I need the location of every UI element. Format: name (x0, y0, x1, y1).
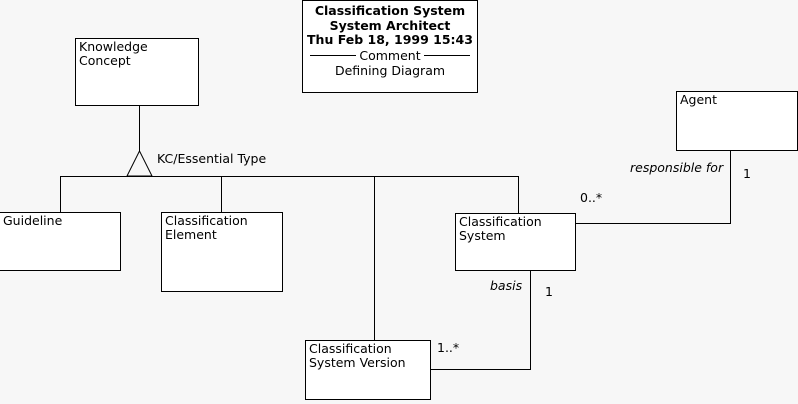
class-box-classification-system-version[interactable]: Classification System Version (305, 340, 431, 400)
class-box-knowledge-concept[interactable]: Knowledge Concept (75, 38, 199, 106)
edge-bus-to-guideline (60, 176, 61, 213)
class-name-agent: Agent (680, 92, 717, 107)
association-role-basis: basis (490, 278, 523, 293)
edge-classification-system-to-version-vertical (530, 270, 531, 370)
class-box-guideline[interactable]: Guideline (0, 212, 121, 271)
diagram-author: System Architect (329, 17, 451, 33)
edge-bus-to-classification-system (518, 176, 519, 214)
edge-classification-system-to-agent-horizontal (575, 223, 731, 224)
edge-knowledge-concept-to-generalization (139, 105, 140, 152)
multiplicity-agent-one: 1 (743, 166, 751, 181)
multiplicity-classification-system-one: 1 (545, 284, 553, 299)
edge-generalization-bus (60, 176, 519, 177)
association-role-responsible-for: responsible for (630, 160, 724, 175)
edge-bus-to-classification-element (221, 176, 222, 213)
class-name-classification-system-version: Classification System Version (309, 341, 406, 370)
diagram-title-block: Classification System System Architect T… (302, 0, 478, 93)
edge-classification-system-to-version-horizontal (430, 369, 531, 370)
class-name-classification-element: Classification Element (165, 213, 248, 242)
class-box-classification-element[interactable]: Classification Element (161, 212, 283, 292)
class-name-guideline: Guideline (3, 213, 63, 228)
class-box-agent[interactable]: Agent (676, 91, 798, 151)
class-name-knowledge-concept: Knowledge Concept (79, 39, 148, 68)
diagram-comment-text: Defining Diagram (334, 62, 446, 78)
generalization-triangle-icon (126, 149, 153, 177)
comment-separator: Comment (310, 47, 470, 63)
edge-agent-to-association-vertical (730, 150, 731, 224)
diagram-title: Classification System (314, 3, 466, 18)
edge-bus-to-classification-system-version (374, 176, 375, 341)
separator-rule-left (310, 55, 357, 56)
diagram-timestamp: Thu Feb 18, 1999 15:43 (307, 32, 473, 47)
separator-rule-right (423, 55, 470, 56)
multiplicity-classification-system-zero-to-many: 0..* (580, 190, 603, 205)
class-box-classification-system[interactable]: Classification System (455, 213, 576, 271)
class-name-classification-system: Classification System (459, 214, 542, 243)
comment-section-label: Comment (359, 47, 421, 63)
generalization-label: KC/Essential Type (157, 151, 267, 166)
multiplicity-version-one-to-many: 1..* (437, 340, 460, 355)
